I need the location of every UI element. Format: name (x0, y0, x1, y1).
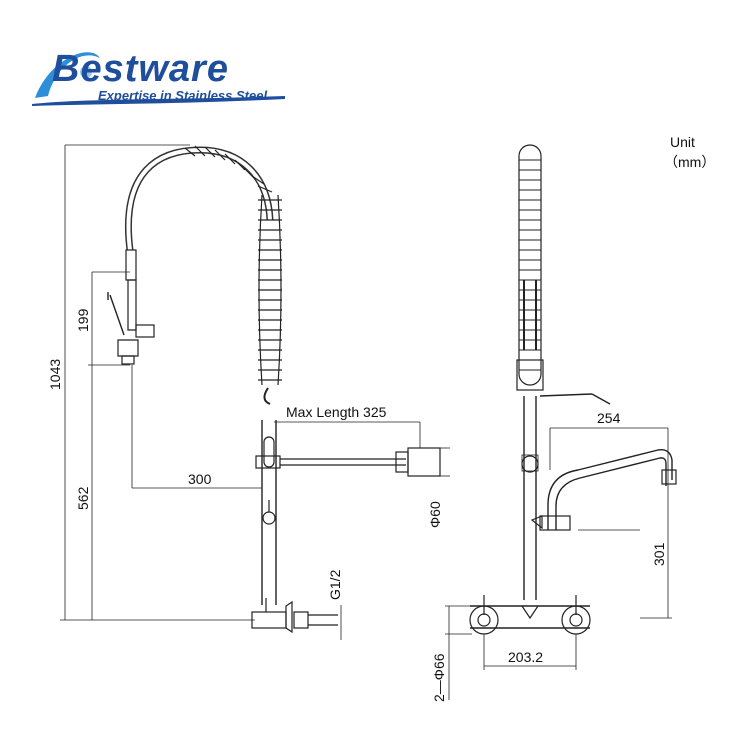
dim-total-height: 1043 (47, 359, 63, 390)
brand-tagline: Expertise in Stainless Steel (98, 88, 268, 103)
unit-label: Unit (670, 134, 695, 150)
dim-diameter: Φ60 (427, 501, 443, 528)
unit-mm-label: （mm） (664, 154, 716, 170)
brand-name: Bestware (52, 48, 229, 90)
dim-max-length: Max Length 325 (286, 404, 387, 420)
dim-flange: 2—Φ66 (431, 653, 447, 702)
dim-centers: 203.2 (508, 649, 543, 665)
dim-thread: G1/2 (327, 569, 343, 600)
dim-lower-height: 562 (75, 486, 91, 510)
logo-swoosh-icon (32, 52, 285, 106)
dim-spout-height: 301 (651, 542, 667, 566)
dim-handle-height: 199 (75, 308, 91, 332)
dim-spout-reach: 254 (597, 410, 621, 426)
dim-arm-reach: 300 (188, 471, 212, 487)
